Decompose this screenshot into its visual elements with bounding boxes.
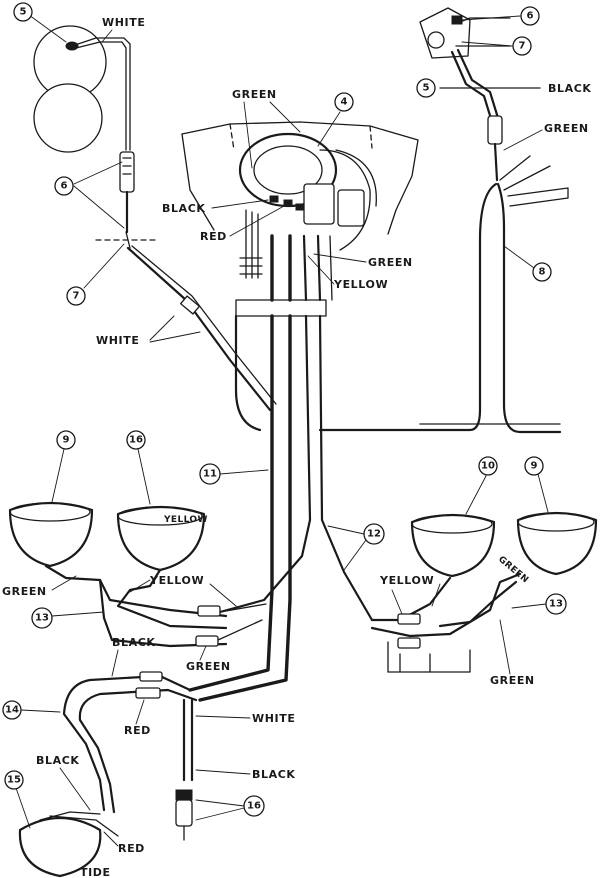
left-headlamps (8, 501, 267, 648)
label-red-center: RED (200, 230, 227, 243)
instrument-panel (181, 121, 419, 279)
callout-number: 5 (423, 83, 430, 94)
label-white-mid: WHITE (96, 334, 139, 347)
white-diagonal-wire (126, 245, 277, 412)
callout-number: 14 (5, 705, 19, 716)
callout-number: 6 (61, 181, 68, 192)
label-green-lower: GREEN (186, 660, 231, 673)
wire-labels: WHITE GREEN BLACK GREEN BLACK RED GREEN … (2, 16, 592, 878)
callout-number: 10 (481, 461, 495, 472)
callout-number: 8 (539, 267, 546, 278)
callout-number: 6 (527, 11, 534, 22)
callout-number: 9 (63, 435, 70, 446)
callouts: 5 6 7 5 4 6 7 8 9 16 11 10 (2, 2, 567, 829)
label-white-lower: WHITE (252, 712, 295, 725)
label-black-left: BLACK (162, 202, 206, 215)
callout-number: 11 (203, 469, 217, 480)
label-yellow-left: YELLOW (149, 574, 204, 587)
callout-number: 12 (367, 529, 381, 540)
label-black-bottom: BLACK (252, 768, 296, 781)
label-green-left: GREEN (2, 585, 47, 598)
label-yellow-lamp-left: YELLOW (163, 515, 208, 525)
callout-number: 5 (20, 7, 27, 18)
label-green-top: GREEN (232, 88, 277, 101)
label-white-top: WHITE (102, 16, 145, 29)
callout-number: 13 (549, 599, 563, 610)
label-white-bottom: TIDE (80, 866, 111, 878)
callout-number: 7 (519, 41, 526, 52)
label-black-right: BLACK (548, 82, 592, 95)
top-right-lamp (419, 7, 541, 182)
callout-number: 16 (247, 801, 261, 812)
main-trunk (188, 155, 569, 702)
lower-left-harness (18, 671, 198, 878)
label-green-center: GREEN (368, 256, 413, 269)
callout-number: 15 (7, 775, 21, 786)
label-red-lamp: RED (118, 842, 145, 855)
label-black-lower: BLACK (112, 636, 156, 649)
callout-number: 13 (35, 613, 49, 624)
callout-number: 7 (73, 291, 80, 302)
label-green-right-lower: GREEN (490, 674, 535, 687)
callout-number: 4 (341, 97, 348, 108)
label-yellow-right: YELLOW (379, 574, 434, 587)
callout-number: 9 (531, 461, 538, 472)
label-black-lamp: BLACK (36, 754, 80, 767)
right-headlamps (370, 511, 598, 673)
label-yellow-center: YELLOW (333, 278, 388, 291)
top-left-lamp (33, 25, 159, 249)
label-green-right: GREEN (544, 122, 589, 135)
label-red-lower: RED (124, 724, 151, 737)
callout-number: 16 (129, 435, 143, 446)
